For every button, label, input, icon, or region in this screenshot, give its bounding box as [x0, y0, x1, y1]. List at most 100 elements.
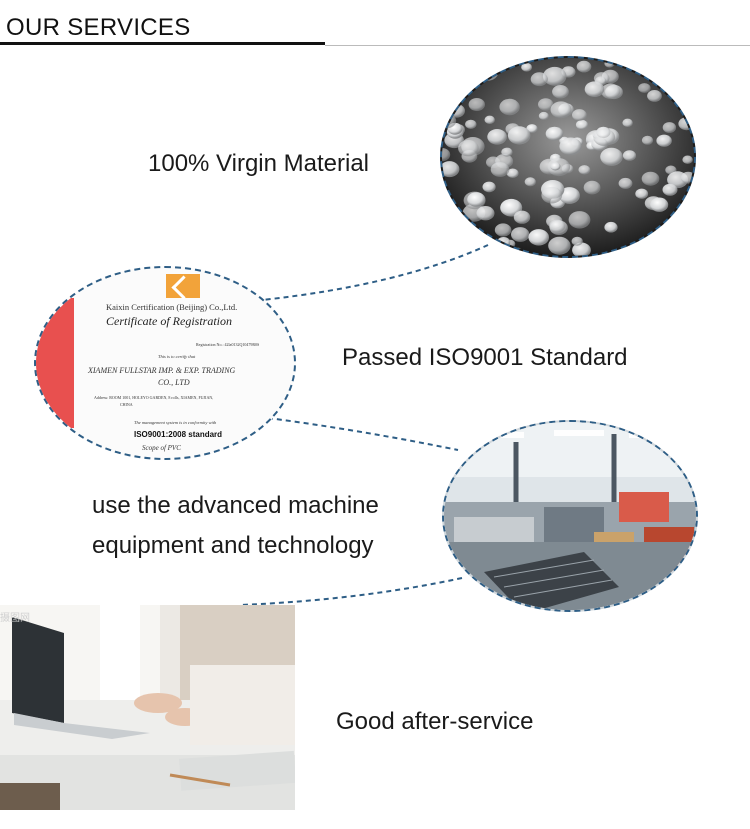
service-machine-caption-line1: use the advanced machine	[92, 492, 379, 519]
laptop-typing-image	[0, 605, 295, 810]
factory-photo	[442, 420, 698, 612]
pellet	[442, 161, 460, 178]
pellet	[604, 221, 618, 233]
section-title: OUR SERVICES	[6, 14, 191, 41]
service-after-service-caption: Good after-service	[336, 708, 534, 735]
pellet	[479, 64, 491, 74]
pellet	[524, 177, 536, 187]
pellet	[521, 62, 532, 72]
pellet	[442, 148, 451, 162]
pellet	[678, 117, 694, 131]
pellet	[500, 198, 523, 217]
service-machine-caption-line2: equipment and technology	[92, 532, 374, 559]
pellet	[448, 104, 465, 118]
pellet	[604, 59, 615, 68]
pellet	[499, 98, 520, 116]
pellet	[572, 242, 591, 256]
pellet	[552, 85, 569, 99]
pellet	[549, 219, 566, 233]
pellets-photo	[440, 56, 696, 258]
pellet	[680, 171, 694, 184]
cert-issuer: Kaixin Certification (Beijing) Co.,Ltd.	[106, 302, 238, 312]
pellet	[545, 126, 564, 141]
certification-logo-icon	[166, 274, 200, 300]
pellet	[541, 186, 563, 204]
pellet	[442, 103, 452, 114]
pellet	[538, 111, 549, 120]
certificate-photo: Kaixin Certification (Beijing) Co.,Ltd. …	[34, 266, 296, 460]
pellet	[583, 180, 601, 195]
pellet	[656, 134, 672, 147]
pellet	[526, 124, 538, 133]
pellet	[600, 147, 623, 166]
section-header: OUR SERVICES	[0, 0, 750, 48]
pellet	[542, 66, 567, 86]
pellet	[550, 101, 572, 119]
pellet	[677, 204, 694, 223]
pellet	[442, 240, 453, 256]
pellet	[578, 165, 591, 175]
pellet	[641, 135, 654, 145]
pellet	[576, 60, 592, 73]
pellet	[465, 119, 477, 129]
pellet	[473, 58, 496, 72]
pellet	[487, 129, 507, 145]
cert-certify: This is to certify that	[158, 354, 196, 359]
service-iso-caption: Passed ISO9001 Standard	[342, 344, 628, 371]
pellet	[662, 183, 678, 196]
pellet	[622, 118, 633, 127]
connector-cert-to-factory	[267, 417, 459, 451]
pellet	[682, 155, 693, 164]
cert-standard: ISO9001:2008 standard	[134, 430, 223, 439]
plastic-pellets-image	[442, 58, 694, 256]
cert-conformity: The management system is in conformity w…	[134, 420, 217, 425]
pellet	[548, 236, 571, 255]
pellet	[456, 84, 469, 95]
pellet	[458, 140, 479, 157]
header-rule-thin	[325, 45, 750, 46]
pellet	[484, 115, 495, 124]
pellet	[468, 98, 485, 111]
cert-address-line2: CHINA	[120, 402, 133, 407]
pellet	[466, 58, 487, 73]
pellet	[661, 236, 677, 249]
pellet	[490, 162, 510, 177]
pellet	[593, 128, 616, 146]
office-photo: 摄图网	[0, 605, 295, 810]
factory-interior-image	[444, 422, 696, 610]
pellet	[571, 236, 583, 246]
pellet	[650, 197, 669, 212]
cert-scope: Scope of PVC	[142, 444, 181, 452]
pellet	[475, 62, 499, 81]
pellet	[477, 242, 494, 256]
pellet	[511, 227, 530, 242]
pellet	[442, 83, 459, 100]
certificate-red-band	[36, 298, 74, 428]
pellet	[572, 109, 587, 121]
cert-title: Certificate of Registration	[106, 314, 232, 328]
connector-pellets-to-cert	[261, 244, 489, 301]
pellet	[512, 247, 523, 256]
pellet	[601, 83, 621, 100]
pellet	[635, 188, 649, 199]
pellet	[647, 90, 662, 102]
pellet	[622, 150, 637, 161]
pellet	[476, 206, 495, 221]
pellet	[641, 171, 660, 186]
pellet	[568, 211, 591, 229]
pellet	[482, 181, 496, 193]
service-machine-caption: use the advanced machine equipment and t…	[92, 486, 379, 566]
pellet	[456, 224, 468, 234]
pellet	[618, 177, 633, 189]
cert-company-line2: CO., LTD	[158, 378, 190, 387]
pellet	[662, 122, 677, 133]
pellet	[669, 217, 690, 234]
pellet	[467, 192, 486, 207]
service-virgin-material-caption: 100% Virgin Material	[148, 150, 370, 177]
pellet	[638, 83, 651, 93]
watermark-text: 摄图网	[0, 613, 30, 624]
pellet	[584, 81, 605, 97]
pellet	[528, 229, 549, 246]
cert-address-line1: Address: ROOM 1001, HOLEYO GARDEN, 8 rol…	[94, 395, 214, 400]
header-rule-thick	[0, 42, 325, 45]
